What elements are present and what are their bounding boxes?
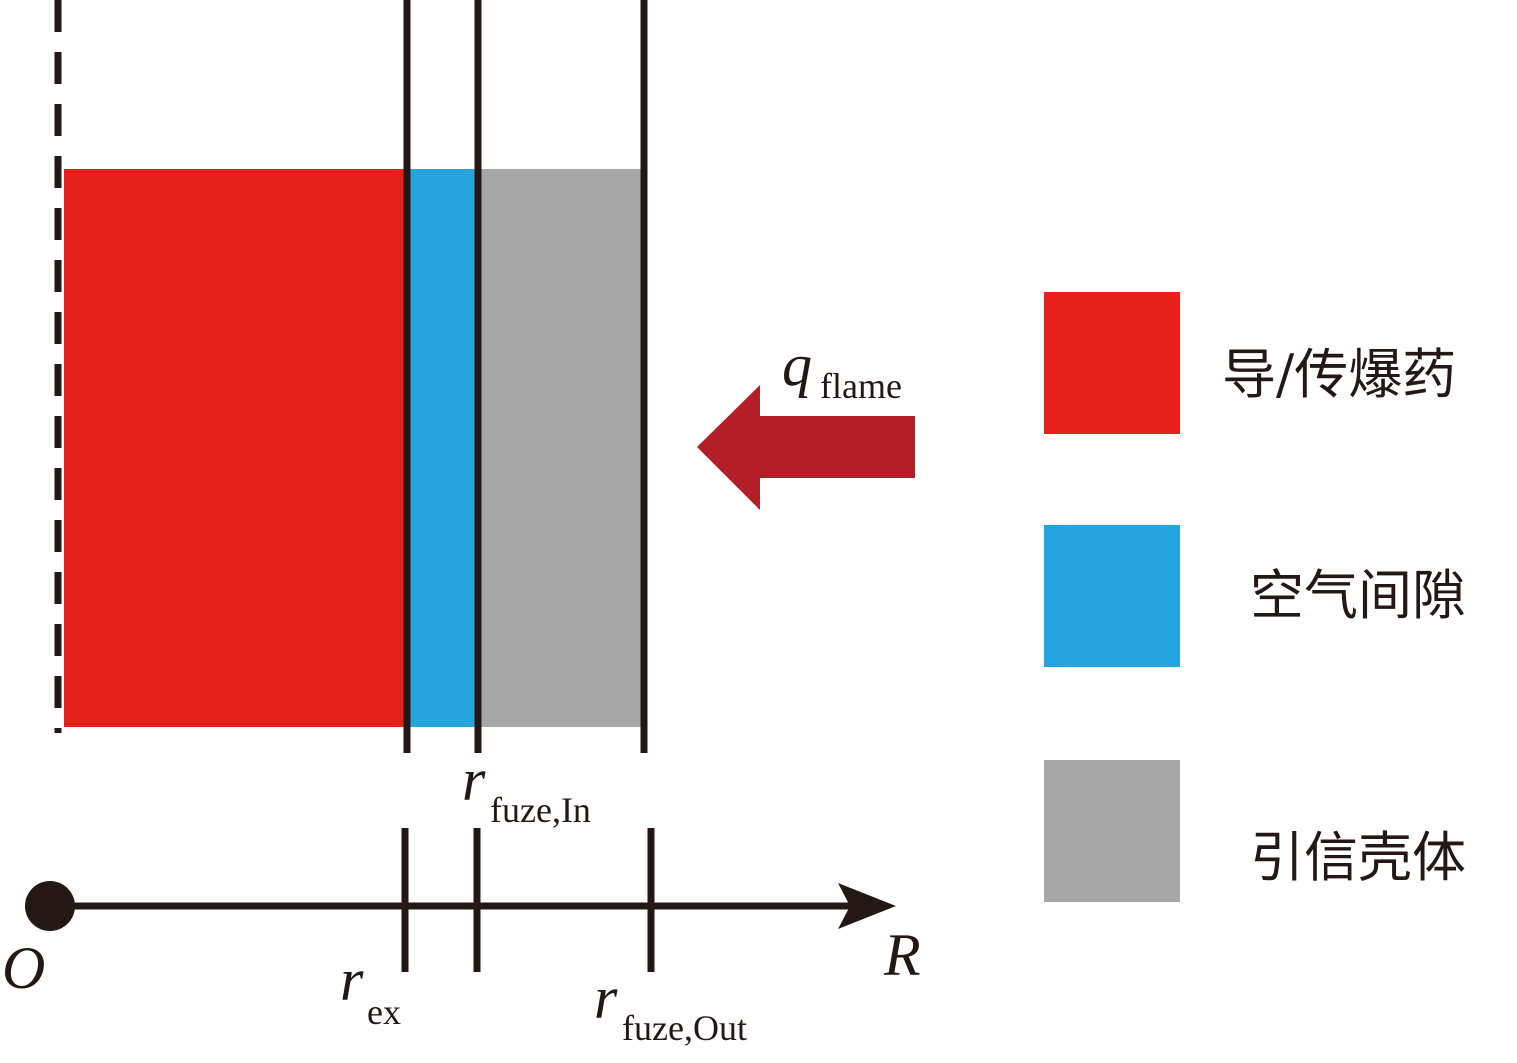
radial-axis-arrowhead: [838, 883, 896, 929]
r-fuze-out-main: r: [594, 965, 618, 1031]
q-flame-subscript: flame: [820, 366, 902, 406]
axis-label-r: R: [883, 922, 921, 988]
legend-item-air-gap: 空气间隙: [1044, 525, 1466, 667]
legend-label-air-gap: 空气间隙: [1250, 564, 1466, 627]
air-gap-region: [407, 169, 478, 727]
legend-label-explosive: 导/传爆药: [1222, 343, 1456, 406]
explosive-region: [64, 169, 407, 727]
r-fuze-in-main: r: [462, 747, 486, 813]
r-ex-subscript: ex: [367, 992, 401, 1032]
legend-item-explosive: 导/传爆药: [1044, 292, 1456, 434]
r-fuze-in-label: r fuze,In: [462, 747, 591, 830]
fuze-shell-region: [478, 169, 644, 727]
origin-label: O: [2, 935, 45, 1001]
r-fuze-out-label: r fuze,Out: [594, 965, 747, 1048]
r-fuze-out-subscript: fuze,Out: [622, 1008, 747, 1048]
legend: 导/传爆药 空气间隙 引信壳体: [1044, 292, 1466, 902]
legend-swatch-fuze-shell: [1044, 760, 1180, 902]
r-ex-label: r ex: [340, 947, 401, 1032]
origin-dot: [25, 881, 75, 931]
r-ex-main: r: [340, 947, 364, 1013]
q-flame-main: q: [782, 332, 812, 398]
legend-item-fuze-shell: 引信壳体: [1044, 760, 1466, 902]
q-flame-label: q flame: [782, 332, 902, 406]
r-fuze-in-subscript: fuze,In: [490, 790, 591, 830]
heat-flux-arrow: [697, 385, 915, 510]
legend-swatch-air-gap: [1044, 525, 1180, 667]
legend-swatch-explosive: [1044, 292, 1180, 434]
legend-label-fuze-shell: 引信壳体: [1250, 826, 1466, 889]
